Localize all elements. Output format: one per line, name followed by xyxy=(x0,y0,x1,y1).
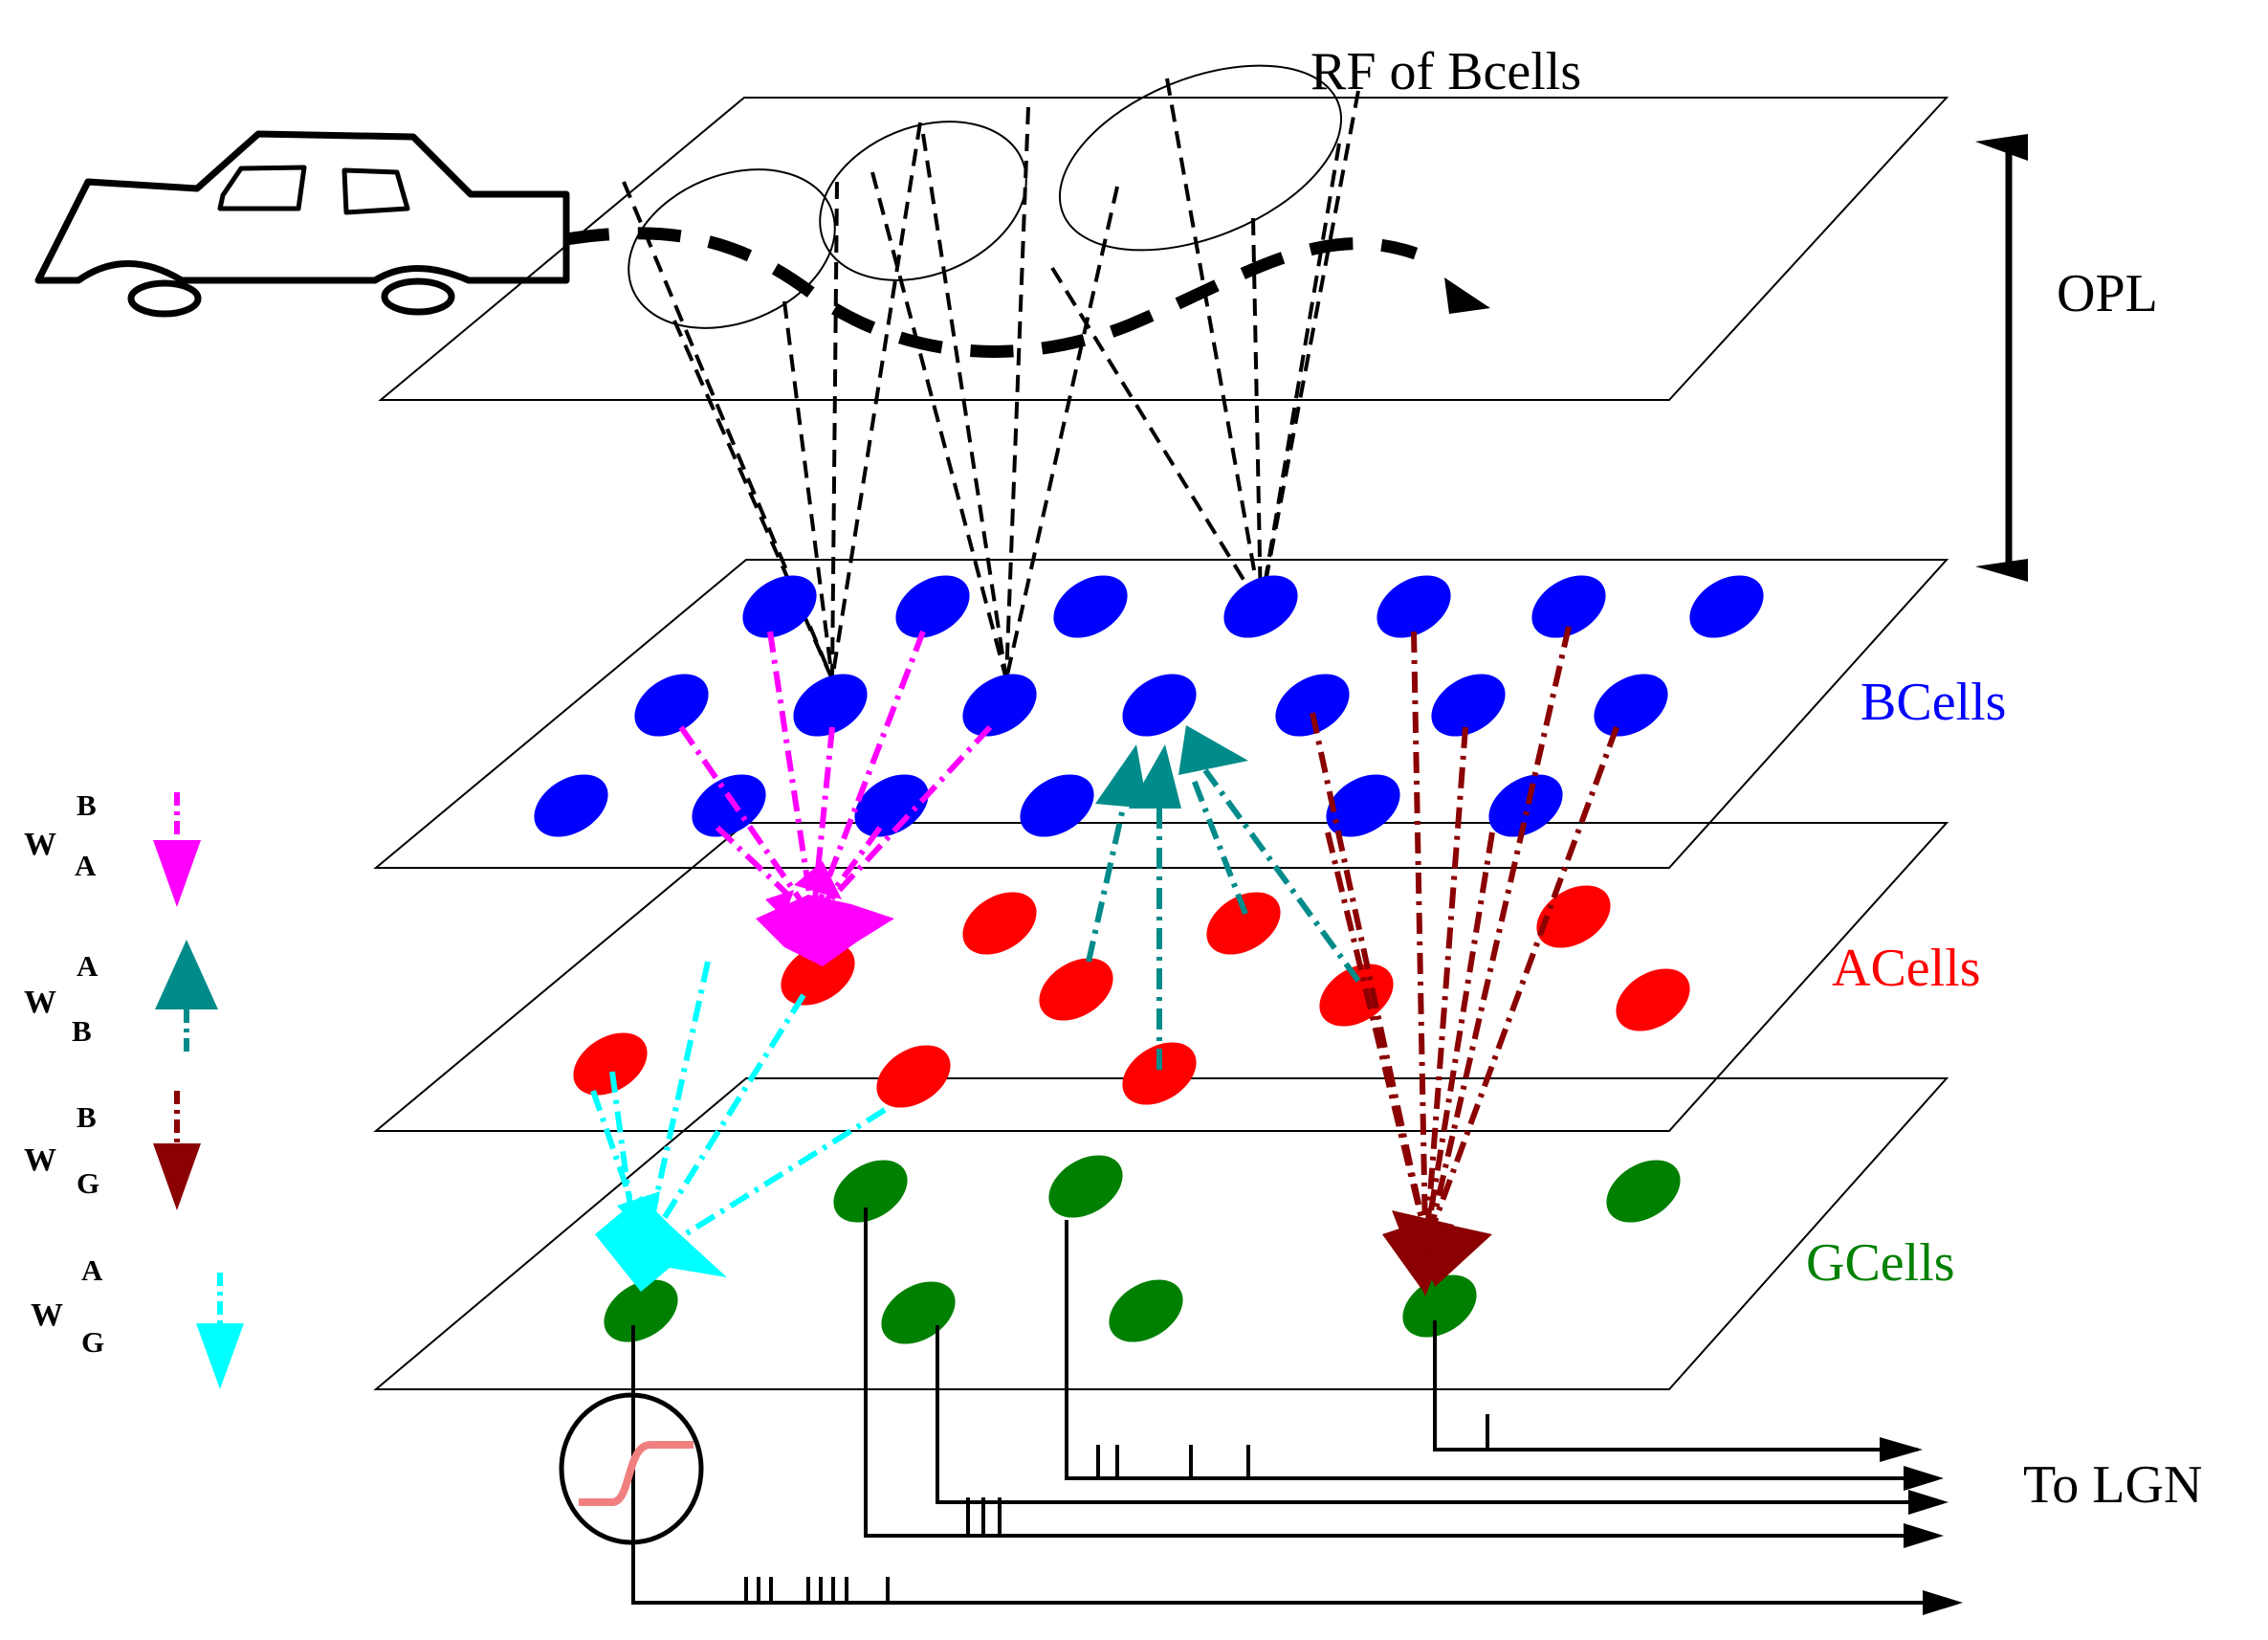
svg-text:W: W xyxy=(24,985,56,1020)
legend-arrow-w-ag xyxy=(196,1273,244,1389)
legend-label-w-bg: W B G xyxy=(24,1100,99,1200)
svg-text:G: G xyxy=(77,1166,99,1200)
svg-text:A: A xyxy=(77,949,99,983)
w-bg-arrowheads xyxy=(1382,1210,1492,1296)
lgn-label: To LGN xyxy=(2023,1455,2202,1515)
svg-text:A: A xyxy=(81,1253,103,1287)
svg-text:W: W xyxy=(24,827,56,862)
bcell xyxy=(1531,575,1606,638)
legend-arrow-w-ba xyxy=(153,792,201,907)
w-ag-arrowheads xyxy=(595,1191,727,1292)
svg-text:W: W xyxy=(24,1142,56,1178)
bcell xyxy=(1053,575,1128,638)
bcell-layer xyxy=(534,575,1764,837)
lgn-output-lines xyxy=(631,1208,1932,1605)
svg-text:W: W xyxy=(31,1297,63,1333)
rf-ellipses xyxy=(628,64,1343,329)
svg-text:A: A xyxy=(75,849,97,882)
bcell xyxy=(1275,674,1350,737)
acell-layer xyxy=(573,885,1690,1108)
legend-label-w-ab: W A B xyxy=(24,949,99,1048)
w-ba-arrowheads xyxy=(756,861,894,966)
opl-label: OPL xyxy=(2057,264,2158,323)
bcell xyxy=(895,575,970,638)
gcell xyxy=(1048,1155,1123,1218)
bcell xyxy=(1689,575,1764,638)
bcell xyxy=(1594,674,1668,737)
rf-label: RF of Bcells xyxy=(1310,42,1581,101)
acells-label: ACells xyxy=(1832,939,1981,998)
opl-plane xyxy=(378,97,1949,401)
gcell xyxy=(833,1160,908,1223)
svg-text:B: B xyxy=(72,1014,92,1048)
svg-text:B: B xyxy=(77,788,97,822)
bcell xyxy=(1326,774,1400,837)
sigmoid-icon xyxy=(559,1392,704,1545)
bcell xyxy=(1431,674,1506,737)
bcell-plane xyxy=(373,559,1949,869)
acell xyxy=(876,1045,951,1108)
svg-text:B: B xyxy=(77,1100,97,1134)
rf-projection-lines xyxy=(622,78,1360,680)
acell xyxy=(781,942,855,1006)
gcell xyxy=(881,1281,956,1344)
acell xyxy=(573,1032,648,1096)
bcell xyxy=(854,774,929,837)
bcells-label: BCells xyxy=(1861,673,2006,732)
acell xyxy=(1122,1042,1197,1105)
bcell xyxy=(534,774,608,837)
w-ag-connections xyxy=(590,961,887,1247)
bcell xyxy=(1020,774,1094,837)
gcells-label: GCells xyxy=(1806,1233,1955,1293)
w-ba-connections xyxy=(678,630,993,921)
svg-text:G: G xyxy=(81,1325,104,1359)
bcell xyxy=(1122,674,1197,737)
bcell xyxy=(793,674,868,737)
legend-arrow-w-ab xyxy=(155,940,218,1053)
bcell xyxy=(742,575,817,638)
lgn-arrowheads xyxy=(1880,1437,1963,1615)
acell xyxy=(1206,892,1281,955)
w-ab-connections xyxy=(1086,768,1361,1070)
gcell xyxy=(1606,1160,1681,1223)
car-icon xyxy=(34,130,570,318)
gcell-plane xyxy=(373,1077,1949,1390)
w-bg-connections xyxy=(1310,626,1619,1236)
w-ab-arrowheads xyxy=(1095,725,1248,809)
legend-label-w-ba: W B A xyxy=(24,788,97,882)
acell xyxy=(1616,968,1690,1031)
opl-bracket xyxy=(1975,134,2028,582)
bcell xyxy=(692,774,766,837)
acell xyxy=(962,892,1037,955)
legend-label-w-ag: W A G xyxy=(31,1253,104,1359)
gcell xyxy=(604,1279,678,1342)
acell xyxy=(1536,885,1611,948)
bcell xyxy=(1223,575,1298,638)
bcell xyxy=(1488,774,1563,837)
bcell xyxy=(962,674,1037,737)
gcell xyxy=(1109,1279,1183,1342)
spike-trains xyxy=(744,1414,1489,1603)
bcell xyxy=(634,674,709,737)
gcell xyxy=(1402,1274,1477,1338)
legend-arrow-w-bg xyxy=(153,1091,201,1210)
acell xyxy=(1039,958,1113,1021)
acell xyxy=(1319,964,1394,1027)
motion-trajectory xyxy=(564,227,1490,358)
bcell xyxy=(1376,575,1451,638)
gcell-layer xyxy=(604,1155,1681,1344)
